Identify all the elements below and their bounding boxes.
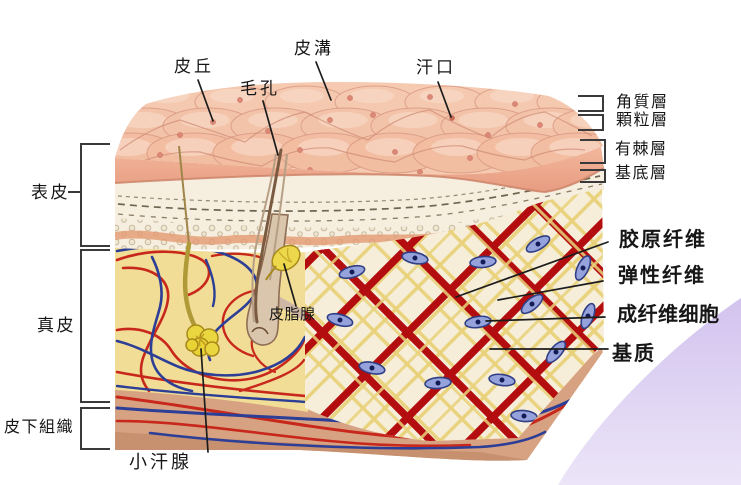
layer-brackets-left: [68, 143, 110, 450]
hair-shaft: [254, 148, 283, 324]
pointer-pi-gou: [315, 61, 332, 101]
label-pi-gou: 皮溝: [294, 39, 334, 58]
skin-furrow-creases: [119, 109, 593, 169]
label-elastic-fiber: 弹性纤维: [618, 265, 706, 287]
label-basal-layer: 基底層: [615, 165, 668, 182]
skin-surface-cut-band: [114, 146, 605, 194]
pointer-sebaceous: [283, 263, 297, 307]
pointer-han-kou: [437, 81, 452, 118]
label-pi-qiu: 皮丘: [174, 57, 214, 76]
pointer-elastic: [497, 280, 604, 301]
pointer-pi-qiu: [197, 79, 214, 122]
sweat-duct-upper: [178, 145, 190, 245]
label-subcutaneous-tissue: 皮下組織: [4, 419, 75, 436]
label-sebaceous-gland: 皮脂腺: [269, 306, 316, 323]
label-eccrine-gland: 小汗腺: [129, 452, 192, 472]
annotation-lines: [197, 61, 609, 453]
label-granular-layer: 顆粒層: [616, 112, 669, 129]
label-fibroblast: 成纤维细胞: [617, 304, 720, 326]
label-spinous-layer: 有棘層: [615, 141, 668, 158]
label-epidermis: 表皮: [31, 183, 70, 202]
hair-follicle-group: [246, 148, 350, 346]
label-dermis: 真皮: [37, 316, 76, 335]
pointer-eccrine: [200, 348, 209, 453]
label-stratum-corneum: 角質層: [616, 94, 669, 111]
label-collagen-fiber: 胶原纤维: [619, 229, 707, 251]
purple-corner-decoration: [558, 298, 741, 485]
follicle-sheath-right: [269, 153, 288, 281]
label-mao-kong: 毛孔: [240, 79, 280, 98]
pointer-fibroblast: [485, 316, 606, 322]
label-matrix: 基质: [612, 343, 656, 365]
eccrine-sweat-gland: [185, 324, 220, 357]
pointer-collagen: [455, 241, 609, 298]
eccrine-sweat-gland-group: [178, 145, 220, 357]
sebaceous-gland: [265, 244, 301, 281]
fibroblast-cells: [326, 235, 596, 423]
follicle-papilla-notch: [251, 327, 269, 335]
layer-brackets-right: [578, 95, 606, 183]
pointer-mao-kong: [262, 100, 279, 156]
label-han-kou: 汗口: [416, 58, 456, 77]
follicle-sheath-left: [251, 153, 277, 323]
sweat-duct: [182, 241, 201, 335]
